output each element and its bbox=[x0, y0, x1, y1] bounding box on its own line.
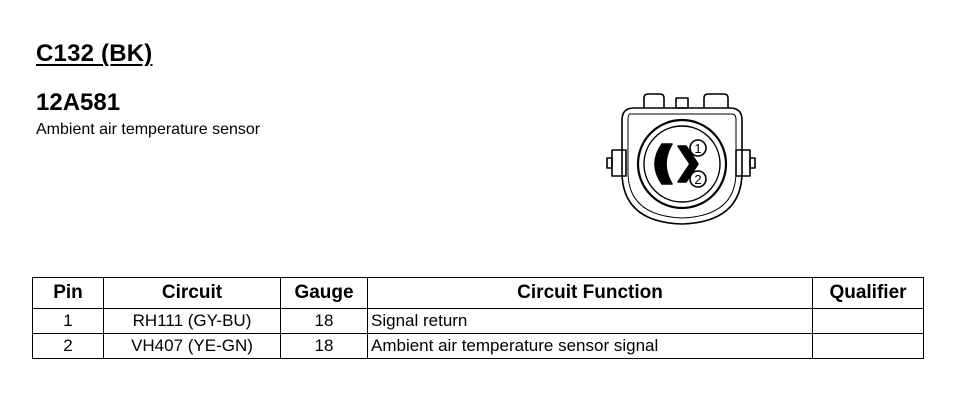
cell-gauge: 18 bbox=[280, 333, 368, 359]
latch-tab-center bbox=[675, 97, 689, 109]
pin-table: Pin Circuit Gauge Circuit Function Quali… bbox=[32, 277, 924, 359]
pin-cavity-2 bbox=[689, 170, 707, 188]
cell-qualifier bbox=[812, 308, 924, 334]
pin-separator-chevron bbox=[677, 145, 699, 183]
latch-tab-left bbox=[643, 93, 665, 108]
connector-face-ring bbox=[636, 118, 728, 210]
cell-pin: 2 bbox=[32, 333, 104, 359]
column-header-circuit-function: Circuit Function bbox=[367, 277, 813, 309]
column-header-pin: Pin bbox=[32, 277, 104, 309]
pin-label-1: 1 bbox=[694, 141, 701, 156]
connector-face bbox=[643, 125, 721, 203]
latch-tab-right bbox=[703, 93, 729, 108]
column-header-circuit: Circuit bbox=[103, 277, 281, 309]
cell-gauge: 18 bbox=[280, 308, 368, 334]
pin-cavity-1 bbox=[689, 139, 707, 157]
connector-body-outer bbox=[621, 107, 743, 225]
pin-label-2: 2 bbox=[694, 172, 701, 187]
table-header-row: Pin Circuit Gauge Circuit Function Quali… bbox=[32, 277, 924, 309]
column-header-qualifier: Qualifier bbox=[812, 277, 924, 309]
part-number: 12A581 bbox=[36, 89, 121, 116]
connector-id: C132 (BK) bbox=[36, 40, 153, 67]
cell-circuit: RH111 (GY-BU) bbox=[103, 308, 281, 334]
side-ear-right bbox=[735, 149, 751, 177]
keyway-crescent bbox=[654, 143, 673, 185]
connector-body-inner-line bbox=[627, 113, 737, 219]
cell-qualifier bbox=[812, 333, 924, 359]
cell-pin: 1 bbox=[32, 308, 104, 334]
cell-circuit: VH407 (YE-GN) bbox=[103, 333, 281, 359]
cell-circuit-function: Signal return bbox=[367, 308, 813, 334]
cell-circuit-function: Ambient air temperature sensor signal bbox=[367, 333, 813, 359]
column-header-gauge: Gauge bbox=[280, 277, 368, 309]
connector-face-diagram: 1 2 bbox=[606, 93, 756, 225]
table-row: 1 RH111 (GY-BU) 18 Signal return bbox=[32, 308, 924, 334]
side-ear-left bbox=[611, 149, 627, 177]
table-row: 2 VH407 (YE-GN) 18 Ambient air temperatu… bbox=[32, 333, 924, 359]
connector-description: Ambient air temperature sensor bbox=[36, 121, 261, 138]
